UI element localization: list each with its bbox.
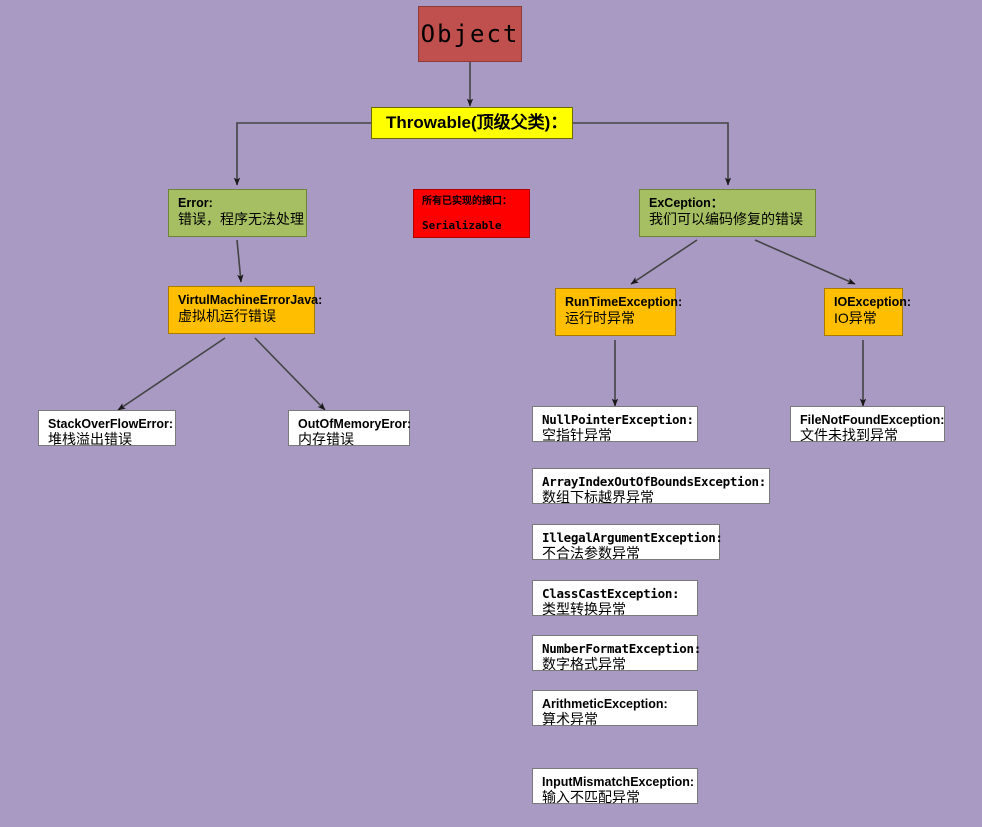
node-input-mismatch-exception-title: InputMismatchException: bbox=[542, 775, 695, 789]
node-stack-overflow-error-desc: 堆栈溢出错误 bbox=[48, 432, 132, 448]
node-array-index-out-of-bounds-exception[interactable]: ArrayIndexOutOfBoundsException: 数组下标越界异常 bbox=[532, 468, 770, 506]
node-illegal-argument-exception[interactable]: IllegalArgumentException: 不合法参数异常 bbox=[532, 524, 723, 562]
node-throwable-label: Throwable(顶级父类)： bbox=[386, 113, 568, 133]
node-arithmetic-exception-title: ArithmeticException: bbox=[542, 697, 668, 711]
node-io-exception[interactable]: IOException: IO异常 bbox=[824, 288, 912, 336]
node-file-not-found-exception-desc: 文件未找到异常 bbox=[800, 428, 898, 444]
node-null-pointer-exception[interactable]: NullPointerException: 空指针异常 bbox=[532, 406, 698, 444]
node-file-not-found-exception[interactable]: FileNotFoundException: 文件未找到异常 bbox=[790, 406, 945, 444]
edge-exception-to-ioexception bbox=[754, 239, 856, 285]
node-runtime-exception-desc: 运行时异常 bbox=[565, 310, 635, 326]
node-virtual-machine-error-desc: 虚拟机运行错误 bbox=[178, 308, 276, 324]
node-number-format-exception-title: NumberFormatException: bbox=[542, 641, 701, 656]
node-illegal-argument-exception-desc: 不合法参数异常 bbox=[542, 546, 640, 562]
edge-vme-to-outofmemory bbox=[254, 337, 326, 411]
node-input-mismatch-exception[interactable]: InputMismatchException: 输入不匹配异常 bbox=[532, 768, 698, 806]
node-error[interactable]: Error: 错误，程序无法处理 bbox=[168, 189, 307, 237]
node-exception[interactable]: ExCeption： 我们可以编码修复的错误 bbox=[639, 189, 816, 237]
node-throwable[interactable]: Throwable(顶级父类)： bbox=[371, 107, 573, 139]
node-input-mismatch-exception-desc: 输入不匹配异常 bbox=[542, 790, 640, 806]
node-exception-title: ExCeption： bbox=[649, 196, 724, 210]
node-null-pointer-exception-desc: 空指针异常 bbox=[542, 428, 612, 444]
node-serializable-title: 所有已实现的接口： bbox=[422, 196, 512, 207]
node-arithmetic-exception[interactable]: ArithmeticException: 算术异常 bbox=[532, 690, 698, 728]
node-number-format-exception-desc: 数字格式异常 bbox=[542, 657, 626, 673]
node-runtime-exception[interactable]: RunTimeException: 运行时异常 bbox=[555, 288, 683, 336]
edge-throwable-to-error bbox=[233, 122, 371, 186]
node-error-desc: 错误，程序无法处理 bbox=[178, 211, 304, 227]
node-runtime-exception-title: RunTimeException: bbox=[565, 295, 683, 309]
node-exception-desc: 我们可以编码修复的错误 bbox=[649, 211, 803, 227]
node-out-of-memory-error-title: OutOfMemoryEror: bbox=[298, 417, 412, 431]
node-out-of-memory-error[interactable]: OutOfMemoryEror: 内存错误 bbox=[288, 410, 412, 448]
edge-throwable-to-exception bbox=[573, 122, 732, 186]
node-out-of-memory-error-desc: 内存错误 bbox=[298, 432, 354, 448]
node-array-index-out-of-bounds-exception-title: ArrayIndexOutOfBoundsException: bbox=[542, 474, 766, 489]
node-serializable-name: Serializable bbox=[422, 218, 502, 232]
edge-exception-to-runtimeexception bbox=[630, 239, 698, 285]
node-virtual-machine-error[interactable]: VirtulMachineErrorJava: 虚拟机运行错误 bbox=[168, 286, 323, 334]
node-serializable-note[interactable]: 所有已实现的接口： Serializable bbox=[413, 189, 530, 238]
edge-vme-to-stackoverflow bbox=[117, 337, 226, 411]
node-class-cast-exception-title: ClassCastException: bbox=[542, 586, 680, 601]
node-io-exception-title: IOException: bbox=[834, 295, 912, 309]
node-io-exception-desc: IO异常 bbox=[834, 310, 877, 326]
node-arithmetic-exception-desc: 算术异常 bbox=[542, 712, 598, 728]
node-object-label: Object bbox=[420, 19, 520, 48]
node-array-index-out-of-bounds-exception-desc: 数组下标越界异常 bbox=[542, 490, 654, 506]
node-stack-overflow-error-title: StackOverFlowError: bbox=[48, 417, 174, 431]
node-stack-overflow-error[interactable]: StackOverFlowError: 堆栈溢出错误 bbox=[38, 410, 176, 448]
node-null-pointer-exception-title: NullPointerException: bbox=[542, 412, 694, 427]
edge-error-to-virtualmachineerror bbox=[236, 239, 244, 283]
node-error-title: Error: bbox=[178, 196, 213, 210]
node-illegal-argument-exception-title: IllegalArgumentException: bbox=[542, 530, 723, 545]
node-virtual-machine-error-title: VirtulMachineErrorJava: bbox=[178, 293, 323, 307]
node-file-not-found-exception-title: FileNotFoundException: bbox=[800, 413, 945, 427]
node-class-cast-exception-desc: 类型转换异常 bbox=[542, 602, 626, 618]
node-class-cast-exception[interactable]: ClassCastException: 类型转换异常 bbox=[532, 580, 698, 618]
node-number-format-exception[interactable]: NumberFormatException: 数字格式异常 bbox=[532, 635, 701, 673]
node-object[interactable]: Object bbox=[418, 6, 522, 62]
